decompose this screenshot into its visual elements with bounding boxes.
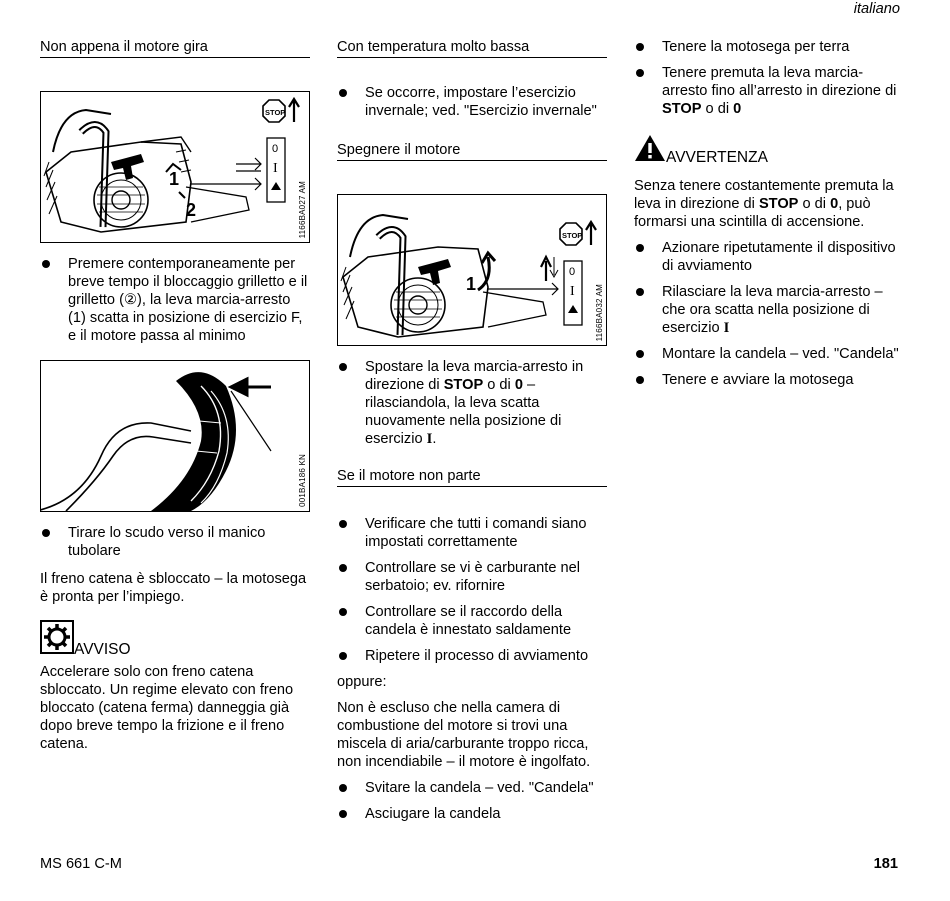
list-item-text: Tenere e avviare la motosega: [662, 372, 854, 388]
list-item-text: Svitare la candela – ved. "Candela": [365, 780, 594, 796]
page-number: 181: [873, 856, 898, 872]
notice-text: Accelerare solo con freno catena sblocca…: [40, 664, 294, 752]
paragraph: Il freno catena è sbloccato – la motoseg…: [40, 571, 307, 605]
section-heading-engine-running: Non appena il motore gira: [40, 38, 310, 58]
svg-text:STOP: STOP: [562, 231, 582, 240]
bullet-icon: [42, 260, 50, 268]
bullet-icon: [42, 529, 50, 537]
list-item-text: Tenere la motosega per terra: [662, 39, 850, 55]
list-item-text: Azionare ripetutamente il dispositivo di…: [662, 240, 896, 274]
svg-text:1: 1: [169, 169, 179, 189]
column-2: Con temperatura molto bassa Se occorre, …: [337, 38, 607, 823]
list-item: Controllare se il raccordo della candela…: [337, 603, 607, 639]
figure-chain-brake: 001BA186 KN: [40, 360, 310, 512]
list-item-text: Rilasciare la leva marcia-arresto – che …: [662, 284, 883, 336]
bullet-icon: [636, 43, 644, 51]
list-item-text: Tirare lo scudo verso il manico tubolare: [68, 525, 266, 559]
bullet-icon: [636, 376, 644, 384]
list-item: Premere contemporaneamente per breve tem…: [40, 255, 310, 345]
warning-text: Senza tenere costantemente premuta la le…: [634, 178, 894, 230]
footer-model: MS 661 C-M: [40, 856, 122, 872]
bullet-icon: [339, 810, 347, 818]
list-item: Verificare che tutti i comandi siano imp…: [337, 515, 607, 551]
section-heading-no-start: Se il motore non parte: [337, 467, 607, 487]
list-item: Tenere la motosega per terra: [634, 38, 904, 56]
list-item-text: Se occorre, impostare l’esercizio invern…: [365, 85, 597, 119]
section-heading-stop-engine: Spegnere il motore: [337, 141, 607, 161]
bullet-icon: [339, 520, 347, 528]
list-item: Ripetere il processo di avviamento: [337, 647, 607, 665]
figure-code: 1166BA027 AM: [298, 180, 307, 238]
bullet-icon: [636, 288, 644, 296]
bullet-icon: [339, 363, 347, 371]
list-item: Asciugare la candela: [337, 805, 607, 823]
bullet-icon: [636, 69, 644, 77]
list-item: Tirare lo scudo verso il manico tubolare: [40, 524, 310, 560]
svg-text:STOP: STOP: [265, 108, 285, 117]
warning-title: AVVERTENZA: [666, 149, 768, 166]
svg-text:1: 1: [466, 274, 476, 294]
column-1: Non appena il motore gira: [40, 38, 310, 753]
figure-stop-lever: 1 0 I STOP 1166BA032 AM: [337, 194, 607, 346]
list-item: Tenere premuta la leva marcia-arresto fi…: [634, 64, 904, 118]
list-item: Tenere e avviare la motosega: [634, 371, 904, 389]
list-item-text: Tenere premuta la leva marcia-arresto fi…: [662, 65, 897, 117]
chainsaw-illustration-1: 1 2 0 I STOP: [43, 96, 300, 233]
svg-text:0: 0: [272, 143, 278, 155]
list-item-text: Ripetere il processo di avviamento: [365, 648, 589, 664]
chainsaw-illustration-2: 1 0 I STOP: [340, 213, 597, 338]
notice-title: AVVISO: [74, 641, 131, 658]
language-label: italiano: [853, 1, 900, 17]
list-item: Azionare ripetutamente il dispositivo di…: [634, 239, 904, 275]
chain-brake-illustration: [41, 372, 272, 511]
bullet-icon: [339, 652, 347, 660]
svg-text:2: 2: [186, 200, 196, 220]
gear-icon: [40, 620, 74, 659]
bullet-icon: [339, 89, 347, 97]
list-item-text: Controllare se il raccordo della candela…: [365, 604, 572, 638]
paragraph: Non è escluso che nella camera di combus…: [337, 700, 591, 770]
list-item: Svitare la candela – ved. "Candela": [337, 779, 607, 797]
figure-code: 001BA186 KN: [298, 454, 307, 507]
bullet-icon: [339, 608, 347, 616]
paragraph-oppure: oppure:: [337, 674, 387, 690]
figure-throttle-release: 1 2 0 I STOP 1166BA027 AM: [40, 91, 310, 243]
section-heading-low-temperature: Con temperatura molto bassa: [337, 38, 607, 58]
list-item-text: Premere contemporaneamente per breve tem…: [68, 256, 308, 344]
column-3: Tenere la motosega per terra Tenere prem…: [634, 38, 904, 389]
list-item-text: Montare la candela – ved. "Candela": [662, 346, 899, 362]
list-item-text: Controllare se vi è carburante nel serba…: [365, 560, 580, 594]
warning-heading: AVVERTENZA: [634, 134, 904, 167]
bullet-icon: [339, 564, 347, 572]
svg-text:I: I: [570, 284, 575, 299]
list-item-text: Verificare che tutti i comandi siano imp…: [365, 516, 587, 550]
list-item-text: Spostare la leva marcia-arresto in direz…: [365, 359, 584, 447]
list-item: Se occorre, impostare l’esercizio invern…: [337, 84, 607, 120]
figure-code: 1166BA032 AM: [595, 283, 604, 341]
list-item: Montare la candela – ved. "Candela": [634, 345, 904, 363]
list-item: Controllare se vi è carburante nel serba…: [337, 559, 607, 595]
bullet-icon: [339, 784, 347, 792]
list-item: Rilasciare la leva marcia-arresto – che …: [634, 283, 904, 337]
list-item: Spostare la leva marcia-arresto in direz…: [337, 358, 607, 448]
svg-text:0: 0: [569, 266, 575, 278]
warning-triangle-icon: [634, 134, 666, 167]
bullet-icon: [636, 350, 644, 358]
bullet-icon: [636, 244, 644, 252]
svg-text:I: I: [273, 161, 278, 176]
list-item-text: Asciugare la candela: [365, 806, 501, 822]
notice-heading: AVVISO: [40, 620, 310, 659]
